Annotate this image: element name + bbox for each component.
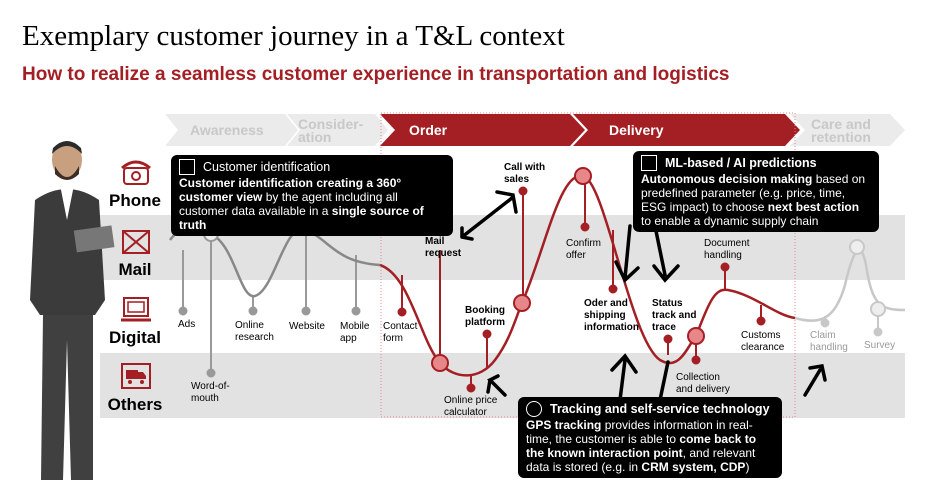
tracking-box: Tracking and self-service technology GPS… [518,397,782,478]
stage-awareness-shape [165,114,298,146]
touchpoint-claim-handling: Claim handling [810,330,848,353]
node-collection [687,327,705,345]
box-text-bold: single source of truth [179,204,424,232]
touchpoint-collection-delivery: Collection and delivery [676,372,730,395]
box-title: Tracking and self-service technology [550,402,770,416]
channel-digital: Digital [109,328,161,347]
laptop-icon [120,295,152,323]
box-text-bold: Customer identification creating a 360° … [179,176,402,204]
stage-delivery: Delivery [609,122,664,138]
box-text: based on predefined parameter (e.g. pric… [641,172,866,214]
box-text-bold: next best action [767,200,860,214]
node-survey [870,301,886,317]
touchpoint-survey: Survey [864,340,896,351]
box-text-bold: Autonomous decision making [641,172,813,186]
touchpoint-confirm-offer: Confirm offer [566,238,602,261]
touchpoint-mail-request: Mail request [425,236,462,259]
box-title: ML-based / AI predictions [665,156,817,170]
truck-icon [120,362,152,390]
touchpoint-contact-form: Contact form [383,321,418,344]
box-text: , and relevant data is stored (e.g. in [526,446,756,474]
touchpoint-ads: Ads [178,319,196,330]
touchpoint-online-price-calculator: Online price calculator [444,395,498,418]
touchpoint-status-track: Status track and trace [652,298,697,333]
node-care-1 [849,239,865,255]
refresh-icon [526,401,542,417]
stage-consideration: Consider- ation [298,115,364,145]
touchpoint-word-of-mouth: Word-of-mouth [191,381,230,404]
stage-chevrons [165,114,905,146]
page-title: Exemplary customer journey in a T&L cont… [22,20,565,52]
channel-mail: Mail [118,260,152,279]
box-text: ) [745,460,750,474]
stage-order: Order [409,122,448,138]
awareness-curve [169,226,381,298]
channel-phone: Phone [109,191,161,210]
touchpoint-online-research: Online research [235,320,274,343]
box-text: provides information in real-time, the c… [526,418,753,446]
node-booking [513,294,531,312]
care-curve [794,249,906,322]
handshake-icon [179,159,195,175]
touchpoint-mobile-app: Mobile app [340,321,370,344]
box-text-bold: GPS tracking [526,418,602,432]
stage-delivery-shape [573,114,800,146]
box-text-bold: come back to the known interaction point [526,432,757,460]
page-subtitle: How to realize a seamless customer exper… [22,64,730,85]
ml-predictions-box: ML-based / AI predictions Autonomous dec… [633,151,879,232]
box-text: to enable a dynamic supply chain [641,214,819,228]
touchpoint-call-with-sales: Call with sales [504,162,546,185]
customer-identification-box: Customer identification Customer identif… [171,155,453,236]
stage-care-shape [790,114,905,146]
box-text-bold: CRM system, CDP [641,460,746,474]
node-mail-request [431,354,449,372]
box-text: by the agent including all customer data… [179,190,398,218]
channel-others: Others [107,395,163,414]
stage-care: Care and retention [811,115,871,145]
box-title: Customer identification [203,160,331,174]
touchpoint-order-shipping: Oder and shipping information [584,298,639,333]
stage-order-shape [380,114,585,146]
stage-consideration-shape [287,114,388,146]
handdrawn-arrows [460,190,827,402]
stage-awareness: Awareness [190,122,264,138]
touchpoint-website: Website [289,321,325,332]
envelope-icon [120,228,152,256]
touchpoint-customs-clearance: Customs clearance [741,330,785,353]
network-icon [641,155,657,171]
person-illustration [30,141,115,480]
touchpoint-booking-platform: Booking platform [465,305,505,328]
touchpoint-document-handling: Document handling [704,238,750,261]
phone-icon [120,158,152,186]
node-call [574,167,592,185]
